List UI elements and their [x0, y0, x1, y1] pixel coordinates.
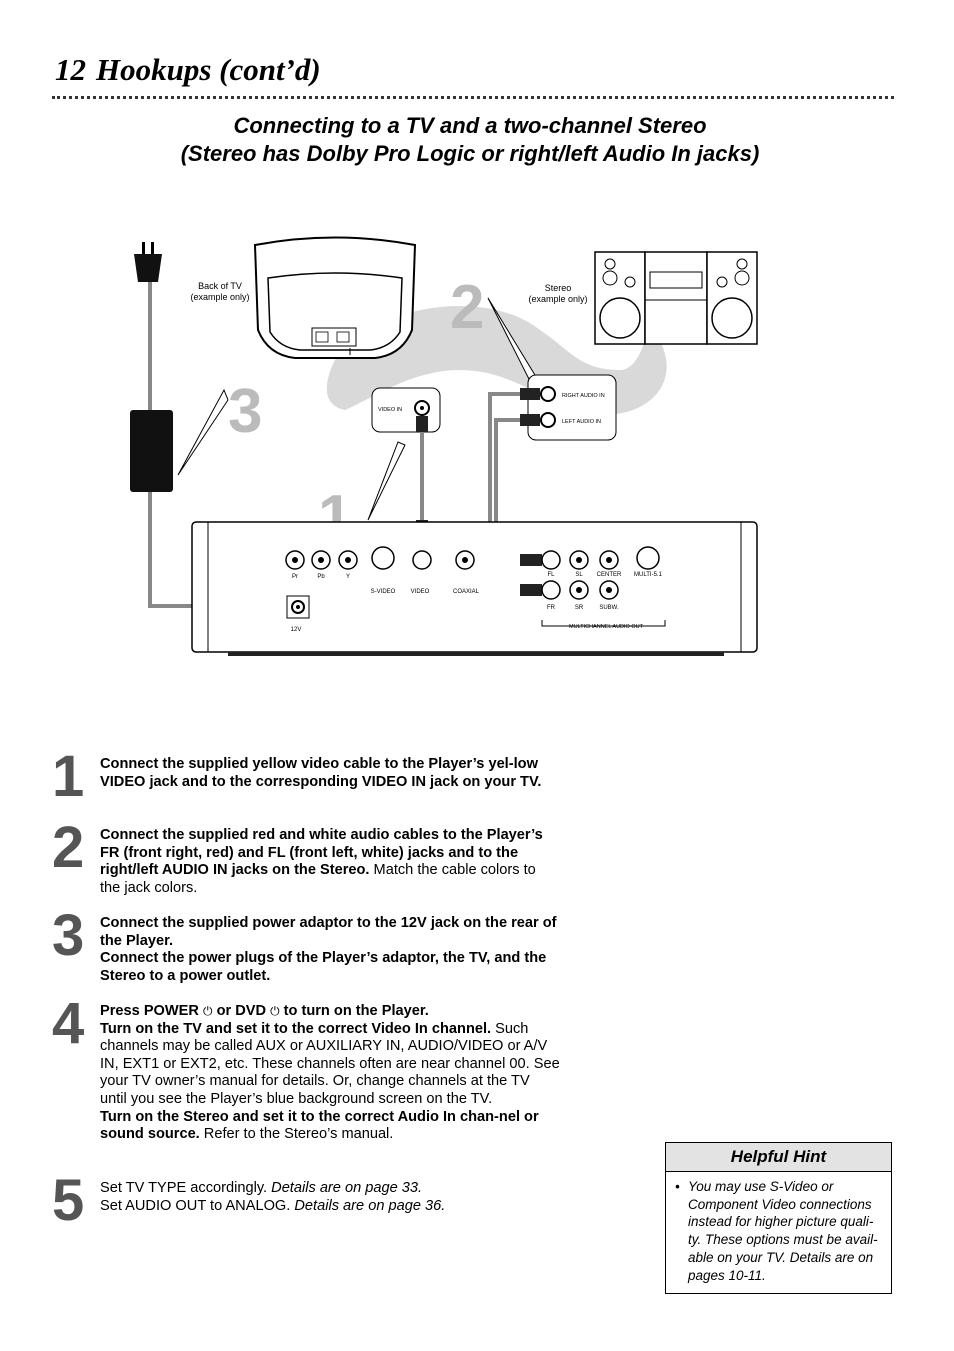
step-text: Set TV TYPE accordingly. Details are on …: [100, 1180, 560, 1215]
page-header: 12 Hookups (cont’d): [55, 52, 321, 88]
step-2-note: Match the cable colors to the jack color…: [100, 862, 536, 896]
step-number: 1: [52, 744, 85, 809]
page-title: Hookups (cont’d): [96, 52, 321, 87]
hookup-diagram: Back of TV (example only) Stereo (exampl…: [130, 236, 758, 656]
stereo-label-line1: Stereo: [545, 283, 572, 293]
step-4-stereo-instruction: Turn on the Stereo and set it to the cor…: [100, 1108, 539, 1143]
stereo: Stereo (example only): [528, 251, 758, 345]
step-3-instruction-2: Connect the power plugs of the Player’s …: [100, 950, 547, 984]
step-text: Connect the supplied power adaptor to th…: [100, 915, 560, 985]
step-5-audio-out: Set AUDIO OUT to ANALOG.: [100, 1197, 295, 1214]
subtitle-line-1: Connecting to a TV and a two-channel Ste…: [233, 113, 707, 138]
step-number: 4: [52, 991, 85, 1056]
page-number: 12: [55, 52, 86, 87]
power-icon: ⏻: [270, 1004, 280, 1018]
step-5-tv-type-ref: Details are on page 33.: [271, 1180, 423, 1196]
right-audio-in-label: RIGHT AUDIO IN: [562, 393, 605, 399]
callout-3: 3: [228, 377, 262, 446]
jack-pr-label: Pr: [292, 574, 298, 580]
power-adaptor: [130, 242, 287, 612]
step-text: Connect the supplied yellow video cable …: [100, 756, 560, 791]
step-number: 3: [52, 903, 85, 968]
step-text: Connect the supplied red and white audio…: [100, 827, 560, 897]
left-audio-in-label: LEFT AUDIO IN: [562, 419, 601, 425]
hint-text: You may use S-Video or Component Video c…: [688, 1179, 878, 1283]
step-4-tv-note: Such channels may be called AUX or AUXIL…: [100, 1020, 560, 1107]
tv-video-in-panel: VIDEO IN: [371, 387, 441, 544]
subtitle-line-2: (Stereo has Dolby Pro Logic or right/lef…: [180, 141, 760, 166]
jack-y-label: Y: [346, 574, 350, 580]
stereo-label-line2: (example only): [528, 294, 587, 304]
jack-center-label: CENTER: [597, 572, 622, 578]
tv-back: Back of TV (example only): [190, 236, 417, 359]
step-text: Press POWER ⏻ or DVD ⏻ to turn on the Pl…: [100, 1003, 560, 1144]
step-4-tv-instruction: Turn on the TV and set it to the correct…: [100, 1020, 492, 1037]
section-subtitle: Connecting to a TV and a two-channel Ste…: [70, 112, 870, 168]
tv-label-line1: Back of TV: [198, 281, 242, 291]
jack-sl-label: SL: [575, 572, 583, 578]
step-2-instruction: Connect the supplied red and white audio…: [100, 827, 543, 879]
step-4-or-dvd: or DVD: [212, 1003, 271, 1019]
step-1-instruction: Connect the supplied yellow video cable …: [100, 756, 542, 790]
jack-12v-label: 12V: [291, 627, 302, 633]
jack-coaxial-label: COAXIAL: [453, 589, 480, 595]
helpful-hint-box: Helpful Hint • You may use S-Video or Co…: [665, 1142, 892, 1294]
step-4-press-power: Press POWER: [100, 1003, 204, 1019]
dotted-divider: [52, 96, 894, 99]
step-number: 5: [52, 1168, 85, 1233]
player-rear-panel: Pr Pb Y S-VIDEO VIDEO COAXIAL FL SL CENT…: [191, 521, 758, 656]
multichannel-label: MULTICHANNEL AUDIO OUT: [569, 624, 644, 630]
power-icon: ⏻: [203, 1004, 213, 1018]
jack-fr-label: FR: [547, 605, 556, 611]
jack-sr-label: SR: [575, 605, 584, 611]
step-5-tv-type: Set TV TYPE accordingly.: [100, 1180, 272, 1196]
step-3-instruction-1: Connect the supplied power adaptor to th…: [100, 915, 557, 949]
hint-body: • You may use S-Video or Component Video…: [666, 1172, 891, 1284]
hint-bullet: •: [675, 1179, 680, 1194]
jack-subw-label: SUBW.: [599, 605, 619, 611]
step-5-audio-out-ref: Details are on page 36.: [294, 1197, 446, 1214]
tv-label-line2: (example only): [190, 292, 249, 302]
video-in-label: VIDEO IN: [378, 407, 402, 413]
step-number: 2: [52, 815, 85, 880]
jack-svideo-label: S-VIDEO: [371, 589, 396, 595]
callout-2: 2: [450, 273, 484, 342]
step-4-stereo-note: Refer to the Stereo’s manual.: [199, 1126, 394, 1143]
step-4-turn-on: to turn on the Player.: [279, 1003, 429, 1019]
jack-pb-label: Pb: [317, 574, 325, 580]
hint-title: Helpful Hint: [666, 1143, 891, 1172]
jack-multi-label: MULTI-5.1: [634, 572, 663, 578]
jack-video-label: VIDEO: [411, 589, 430, 595]
jack-fl-label: FL: [547, 572, 555, 578]
